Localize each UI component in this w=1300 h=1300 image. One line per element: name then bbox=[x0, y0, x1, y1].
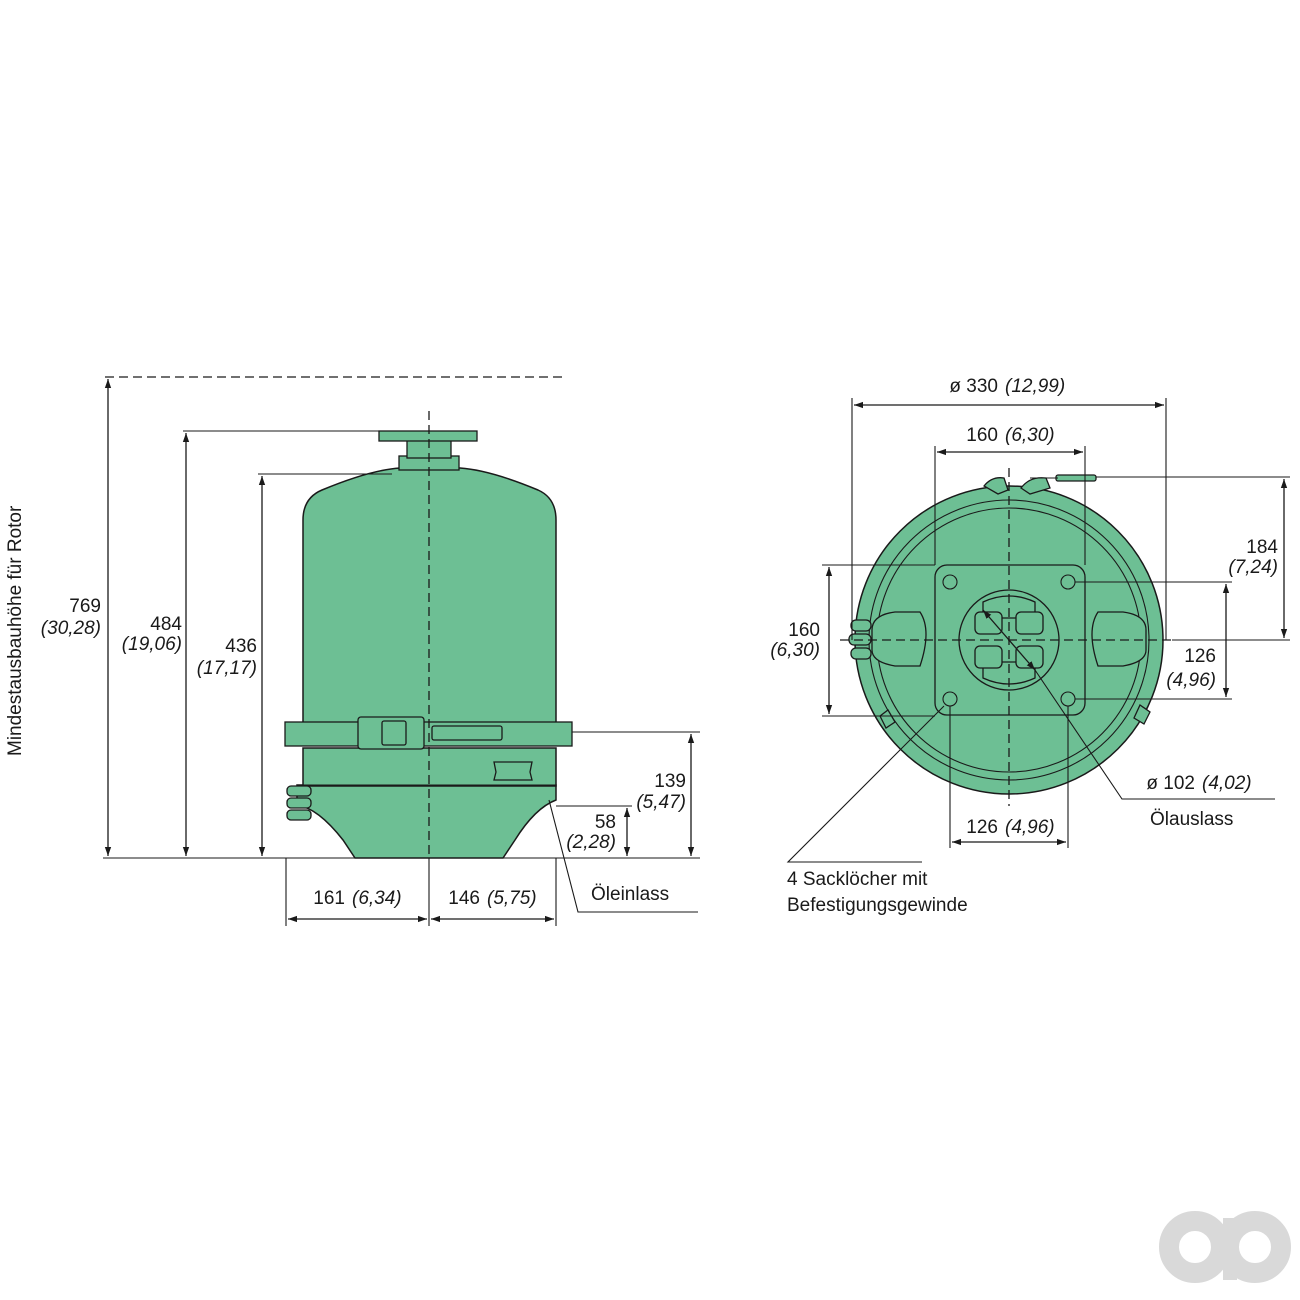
dim-126-h-inch: (4,96) bbox=[1005, 817, 1055, 838]
dim-436-inch: (17,17) bbox=[197, 658, 257, 679]
dim-161-value: 161 bbox=[313, 888, 345, 909]
rotor-height-label: Mindestausbauhöhe für Rotor bbox=[5, 505, 26, 756]
outlet-leader bbox=[1034, 669, 1275, 800]
holes-label-line1: 4 Sacklöcher mit bbox=[787, 869, 928, 890]
dim-160-h-inch: (6,30) bbox=[1005, 425, 1055, 446]
inlet-label: Öleinlass bbox=[591, 884, 669, 905]
dim-484-value: 484 bbox=[150, 614, 182, 635]
bolt-hole bbox=[942, 574, 958, 590]
dim-146-value: 146 bbox=[448, 888, 480, 909]
outlet-label: Ölauslass bbox=[1150, 809, 1233, 830]
dim-436-value: 436 bbox=[225, 636, 257, 657]
dim-139-inch: (5,47) bbox=[636, 792, 686, 813]
dim-126-v-inch: (4,96) bbox=[1166, 670, 1216, 691]
dim-126-v-value: 126 bbox=[1184, 646, 1216, 667]
dim-139-value: 139 bbox=[654, 771, 686, 792]
dim-484-inch: (19,06) bbox=[122, 634, 182, 655]
dim-184-value: 184 bbox=[1246, 537, 1278, 558]
top-view: ø 330 (12,99) 160 (6,30) 160 (6,30) 184 … bbox=[770, 376, 1290, 916]
dim-160-h-value: 160 bbox=[966, 425, 998, 446]
dim-58-inch: (2,28) bbox=[566, 832, 616, 853]
holes-label-line2: Befestigungsgewinde bbox=[787, 895, 968, 916]
dim-102-inch: (4,02) bbox=[1202, 773, 1252, 794]
dim-769-value: 769 bbox=[69, 596, 101, 617]
dim-184-inch: (7,24) bbox=[1228, 557, 1278, 578]
dim-769-inch: (30,28) bbox=[41, 618, 101, 639]
dim-160-v-inch: (6,30) bbox=[770, 640, 820, 661]
dim-126-h-value: 126 bbox=[966, 817, 998, 838]
dim-330-inch: (12,99) bbox=[1005, 376, 1065, 397]
side-view: Mindestausbauhöhe für Rotor 769 (30,28) … bbox=[5, 376, 700, 926]
dim-330-value: ø 330 bbox=[949, 376, 998, 397]
dim-146-inch: (5,75) bbox=[487, 888, 537, 909]
dim-line-102 bbox=[982, 609, 1036, 671]
holes-leader bbox=[786, 705, 945, 863]
dim-58-value: 58 bbox=[595, 812, 616, 833]
dim-161-inch: (6,34) bbox=[352, 888, 402, 909]
dim-102-value: ø 102 bbox=[1146, 773, 1195, 794]
dim-160-v-value: 160 bbox=[788, 620, 820, 641]
ao-logo-icon bbox=[1159, 1211, 1291, 1283]
inlet-leader bbox=[548, 799, 698, 913]
